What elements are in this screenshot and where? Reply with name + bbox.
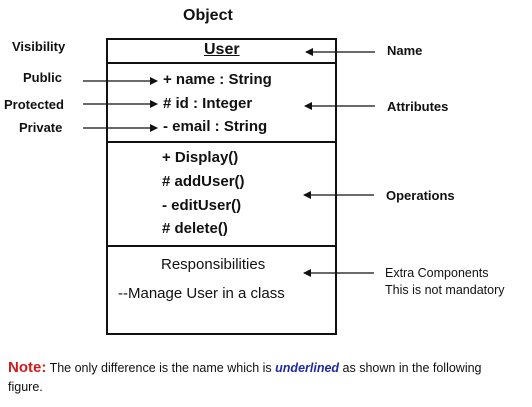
name-section-divider <box>108 62 335 64</box>
operation-item: - editUser() <box>162 197 242 214</box>
note-key: Note: <box>8 359 47 376</box>
private-label: Private <box>19 120 63 135</box>
extra-components-line2: This is not mandatory <box>385 283 505 297</box>
attribute-private: - email : String <box>163 118 268 135</box>
attributes-section-divider <box>108 141 335 143</box>
note-text-before: The only difference is the name which is <box>46 361 276 375</box>
note-emphasis: underlined <box>275 361 340 375</box>
footnote: Note: The only difference is the name wh… <box>8 358 508 397</box>
operation-item: # delete() <box>162 220 228 237</box>
operation-item: # addUser() <box>162 173 245 190</box>
protected-label: Protected <box>4 97 64 112</box>
attribute-public: + name : String <box>163 71 272 88</box>
note-text-after: as shown in the following figure. <box>8 361 482 394</box>
visibility-label: Visibility <box>12 39 66 54</box>
extra-components-line1: Extra Components <box>385 266 489 280</box>
operations-section-divider <box>108 245 335 247</box>
responsibilities-item: --Manage User in a class <box>118 285 285 302</box>
diagram-title: Object <box>183 7 233 24</box>
attributes-label: Attributes <box>387 99 449 114</box>
class-name: User <box>204 41 240 58</box>
responsibilities-title: Responsibilities <box>161 256 266 273</box>
operations-label: Operations <box>386 188 455 203</box>
operation-item: + Display() <box>162 149 239 166</box>
public-label: Public <box>23 70 63 85</box>
extra-components-label: Extra Components This is not mandatory <box>385 265 505 299</box>
name-label: Name <box>387 43 423 58</box>
attribute-protected: # id : Integer <box>163 95 253 112</box>
class-box <box>106 38 337 335</box>
